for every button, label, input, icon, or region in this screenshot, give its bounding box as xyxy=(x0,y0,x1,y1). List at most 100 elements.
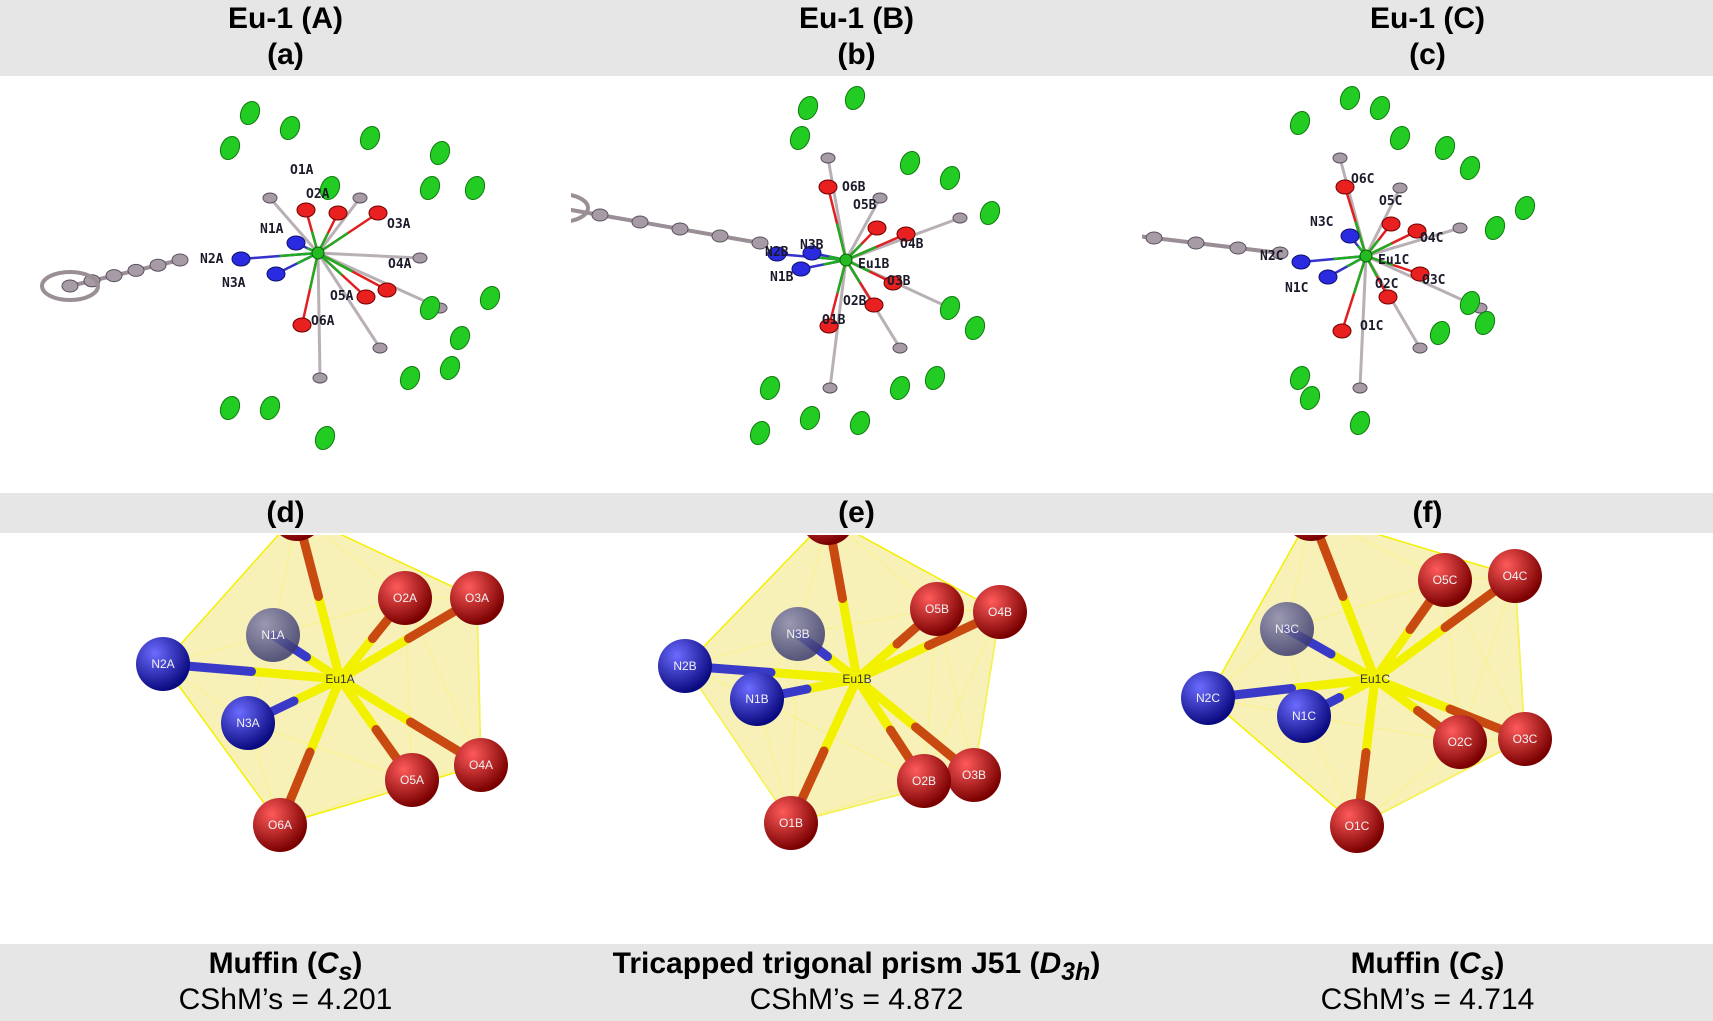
carbon-atom xyxy=(711,229,729,243)
polyhedron-edge xyxy=(684,665,792,824)
panel-label-b: (b) xyxy=(837,38,876,71)
oxygen-atom xyxy=(764,796,818,850)
oxygen-atom xyxy=(1433,715,1487,769)
eu-bond xyxy=(1370,623,1450,684)
ligand-bond xyxy=(1365,254,1481,310)
europium-atom xyxy=(1359,249,1373,263)
ligand-bond xyxy=(268,197,320,254)
carbon-atom xyxy=(1271,246,1289,260)
nitrogen-atom xyxy=(266,266,286,282)
eu-bond xyxy=(314,592,345,684)
fluorine-atom xyxy=(314,425,336,451)
fluorine-atom xyxy=(844,85,866,111)
atom-label: O4A xyxy=(469,758,493,772)
atom-label: N2B xyxy=(673,659,696,673)
nitrogen-atom xyxy=(730,672,784,726)
polyhedron-edge xyxy=(1514,575,1526,740)
oxygen-atom xyxy=(1330,799,1384,853)
nitrogen-atom xyxy=(1277,689,1331,743)
atom-label: O2A xyxy=(306,187,330,202)
atom-label: N2A xyxy=(151,657,174,671)
atom-label: O1A xyxy=(290,163,314,178)
atom-label: N3B xyxy=(786,627,809,641)
carbon-atom xyxy=(312,372,328,384)
atom-label: O3B xyxy=(962,768,986,782)
oxygen-atom xyxy=(378,571,432,625)
atom-label: N3B xyxy=(800,238,824,253)
nitrogen-atom xyxy=(136,637,190,691)
nitrogen-atom xyxy=(767,246,787,262)
oxygen-atom xyxy=(1381,216,1401,232)
polyhedron-edge xyxy=(1444,579,1526,740)
nitrogen-atom xyxy=(221,696,275,750)
atom-label: N2A xyxy=(200,252,224,267)
oxygen-atom xyxy=(1294,535,1328,541)
fluorine-atom xyxy=(1434,135,1456,161)
structure-title-b: Eu-1 (B) xyxy=(799,2,914,35)
oxygen-atom xyxy=(947,748,1001,802)
eu-bond xyxy=(1335,674,1380,702)
cshm-value-f: CShM’s = 4.714 xyxy=(1320,983,1535,1016)
fluorine-atom xyxy=(939,295,961,321)
atom-label: O2C xyxy=(1375,277,1398,292)
polyhedron-edge xyxy=(1356,738,1526,827)
atom-label: O5A xyxy=(330,289,354,304)
eu-bond xyxy=(819,674,862,756)
structure-title-c: Eu-1 (C) xyxy=(1370,2,1485,35)
europium-atom xyxy=(839,253,853,267)
fluorine-atom xyxy=(259,395,281,421)
carbon-atom xyxy=(751,236,769,250)
carbon-atom xyxy=(1392,182,1408,194)
fluorine-atom xyxy=(789,125,811,151)
polyhedron-edge xyxy=(404,597,413,781)
carbon-atom xyxy=(1452,222,1468,234)
nitrogen-atom xyxy=(658,639,712,693)
nitrogen-atom xyxy=(1340,228,1360,244)
fluorine-atom xyxy=(1299,385,1321,411)
fluorine-atom xyxy=(924,365,946,391)
atom-label: O4C xyxy=(1420,231,1443,246)
carbon-atom xyxy=(671,222,689,236)
fluorine-atom xyxy=(1459,155,1481,181)
o-bond xyxy=(297,535,323,601)
polyhedron-edge xyxy=(923,611,1001,782)
carbon-atom xyxy=(1412,342,1428,354)
oxygen-atom xyxy=(296,202,316,218)
fluorine-atom xyxy=(319,175,341,201)
oxygen-atom xyxy=(910,582,964,636)
oxygen-atom xyxy=(896,226,916,242)
oxygen-atom xyxy=(385,753,439,807)
shape-name-f: Muffin (Cs) xyxy=(1350,947,1505,986)
fluorine-atom xyxy=(979,200,1001,226)
atom-label: O4C xyxy=(1503,569,1528,583)
center-atom-label: Eu1A xyxy=(325,672,354,686)
atom-label: O5C xyxy=(1433,573,1458,587)
footer-band xyxy=(0,944,1713,1021)
fluorine-atom xyxy=(1484,215,1506,241)
center-atom-label: Eu1C xyxy=(1378,253,1409,268)
fluorine-atom xyxy=(219,395,241,421)
eu-bond-half xyxy=(317,251,354,273)
carbon-atom xyxy=(591,208,609,222)
atom-label: O2B xyxy=(912,774,936,788)
eu-bond xyxy=(1370,674,1422,715)
atom-label: N1B xyxy=(770,270,794,285)
atom-label: O3A xyxy=(465,591,489,605)
atom-label: O1C xyxy=(1345,819,1370,833)
oxygen-atom xyxy=(1410,266,1430,282)
fluorine-atom xyxy=(419,175,441,201)
carbon-atom xyxy=(262,192,278,204)
polyhedron-edge xyxy=(973,611,1001,776)
europium-atom xyxy=(311,246,325,260)
nitrogen-atom xyxy=(791,261,811,277)
phenyl-ring xyxy=(571,193,590,223)
oxygen-atom xyxy=(818,179,838,195)
shape-name-d: Muffin (Cs) xyxy=(208,947,363,986)
fluorine-atom xyxy=(1514,195,1536,221)
eu-bond-half xyxy=(1352,255,1368,294)
ligand-bond xyxy=(317,251,421,260)
